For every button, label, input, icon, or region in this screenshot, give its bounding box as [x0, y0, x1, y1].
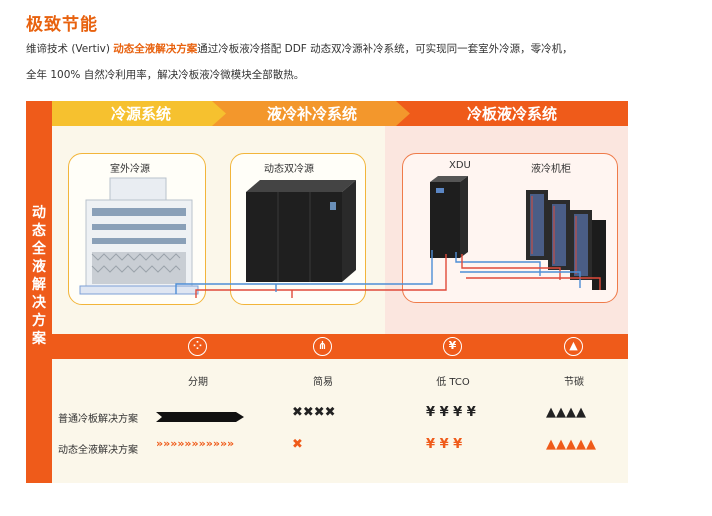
- chevron-bar-dynamic: »»»»»»»»»»»: [156, 437, 235, 450]
- tree-icon: ▲: [564, 337, 583, 356]
- simple-marks-standard: ✖✖✖✖: [292, 405, 336, 420]
- carbon-marks-dynamic: ▲▲▲▲▲: [546, 437, 596, 452]
- simple-marks-dynamic: ✖: [292, 437, 303, 452]
- banner-liquid-supplement: 液冷补冷系统: [212, 101, 412, 126]
- side-label: 动态全液解决方案: [26, 204, 52, 348]
- outdoor-source-label: 室外冷源: [110, 164, 150, 175]
- intro-prefix: 维谛技术 (Vertiv): [26, 43, 114, 55]
- tco-marks-standard: ¥ ¥ ¥ ¥: [426, 405, 476, 420]
- ddf-label: 动态双冷源: [264, 164, 314, 175]
- yen-icon: ¥: [443, 337, 462, 356]
- cooling-tower-illustration: [79, 177, 199, 295]
- grid-icon: ⁘: [188, 337, 207, 356]
- black-arrow-bar: [156, 412, 244, 422]
- tco-marks-dynamic: ¥ ¥ ¥: [426, 437, 463, 452]
- side-label-text: 动态全液解决方案: [32, 205, 46, 347]
- tree-structure-icon: ⋔: [313, 337, 332, 356]
- row-label-standard: 普通冷板解决方案: [58, 414, 138, 425]
- ddf-unit-illustration: [246, 180, 356, 282]
- col-carbon: 节碳: [564, 377, 584, 388]
- xdu-illustration: [430, 176, 468, 258]
- intro-line-1: 维谛技术 (Vertiv) 动态全液解决方案通过冷板液冷搭配 DDF 动态双冷源…: [26, 42, 696, 56]
- rack-label: 液冷机柜: [531, 164, 571, 175]
- liquid-rack-illustration: [526, 190, 606, 290]
- banner-cold-source: 冷源系统: [52, 101, 230, 126]
- intro-line-2: 全年 100% 自然冷利用率，解决冷板液冷微模块全部散热。: [26, 69, 305, 81]
- col-tco: 低 TCO: [436, 377, 470, 388]
- intro-highlight: 动态全液解决方案: [113, 43, 198, 55]
- col-simple: 简易: [313, 377, 333, 388]
- xdu-label: XDU: [449, 160, 471, 171]
- side-bar: [26, 101, 52, 483]
- col-period: 分期: [188, 377, 208, 388]
- carbon-marks-standard: ▲▲▲▲: [546, 405, 586, 420]
- banner-cold-plate: 冷板液冷系统: [396, 101, 628, 126]
- row-label-dynamic: 动态全液解决方案: [58, 445, 138, 456]
- intro-suffix: 通过冷板液冷搭配 DDF 动态双冷源补冷系统，可实现同一套室外冷源，零冷机，: [197, 43, 573, 55]
- feature-band: [52, 334, 628, 359]
- page-title: 极致节能: [26, 15, 98, 35]
